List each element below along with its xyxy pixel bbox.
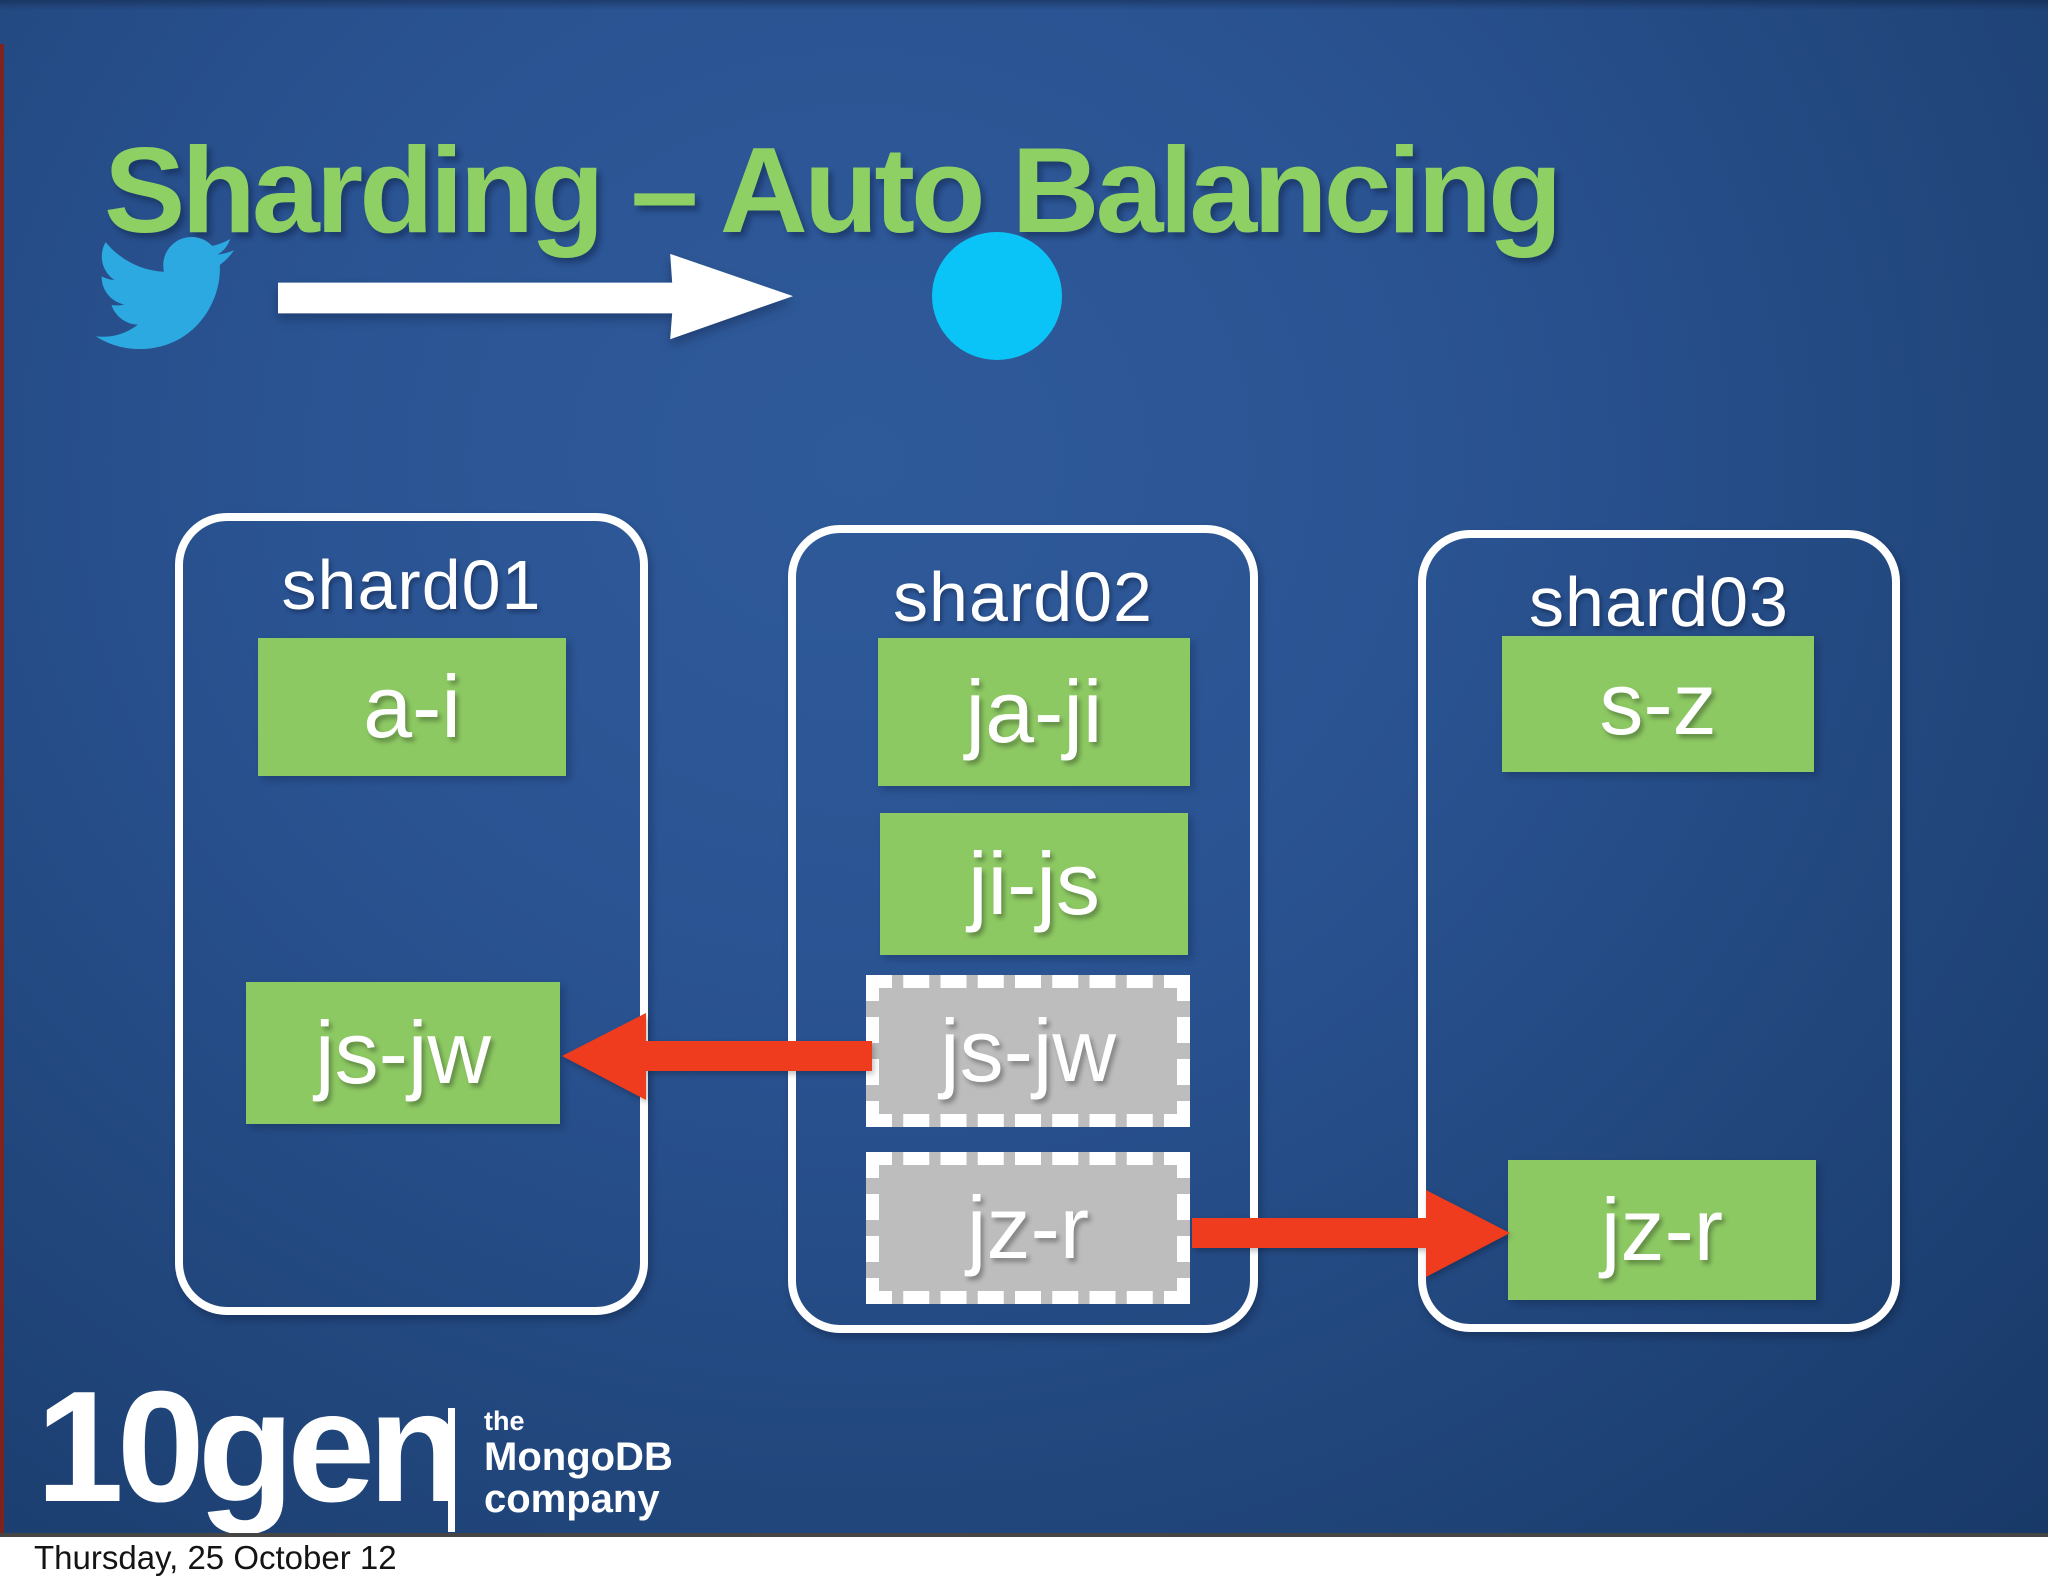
red-arrow-left-icon xyxy=(562,1013,872,1100)
right-arrow-icon xyxy=(278,253,793,340)
footer-strip: Thursday, 25 October 12 xyxy=(0,1533,2048,1576)
chunk-ja-ji: ja-ji xyxy=(878,638,1190,786)
shard01-box: shard01 xyxy=(175,513,648,1315)
chunk-jz-r-migrating: jz-r xyxy=(866,1152,1190,1304)
twitter-bird-icon xyxy=(96,236,234,350)
footer-date: Thursday, 25 October 12 xyxy=(34,1539,397,1576)
slide-title: Sharding – Auto Balancing xyxy=(104,121,1563,258)
shard03-label: shard03 xyxy=(1529,563,1789,641)
chunk-a-i: a-i xyxy=(258,638,566,776)
slide-background: Sharding – Auto Balancing shard01 shard0… xyxy=(0,0,2048,1533)
chunk-jz-r-shard03: jz-r xyxy=(1508,1160,1816,1300)
shard02-box: shard02 xyxy=(788,525,1258,1333)
shard01-label: shard01 xyxy=(281,546,542,624)
logo-tagline: the MongoDB company xyxy=(484,1406,673,1520)
chunk-s-z: s-z xyxy=(1502,636,1814,772)
chunk-js-jw-migrating: js-jw xyxy=(866,975,1190,1127)
left-edge-line xyxy=(0,44,4,1533)
tagline-mongodb: MongoDB xyxy=(484,1435,673,1479)
tagline-the: the xyxy=(484,1406,525,1436)
logo-divider xyxy=(448,1408,455,1532)
chunk-ji-js: ji-js xyxy=(880,813,1188,955)
tagline-company: company xyxy=(484,1477,660,1521)
logo-10gen: 10gen xyxy=(36,1359,465,1535)
red-arrow-right-icon xyxy=(1192,1190,1510,1277)
shard02-label: shard02 xyxy=(893,558,1153,636)
tweet-dot xyxy=(932,232,1062,360)
shard03-box: shard03 xyxy=(1418,530,1900,1332)
chunk-js-jw-shard01: js-jw xyxy=(246,982,560,1124)
